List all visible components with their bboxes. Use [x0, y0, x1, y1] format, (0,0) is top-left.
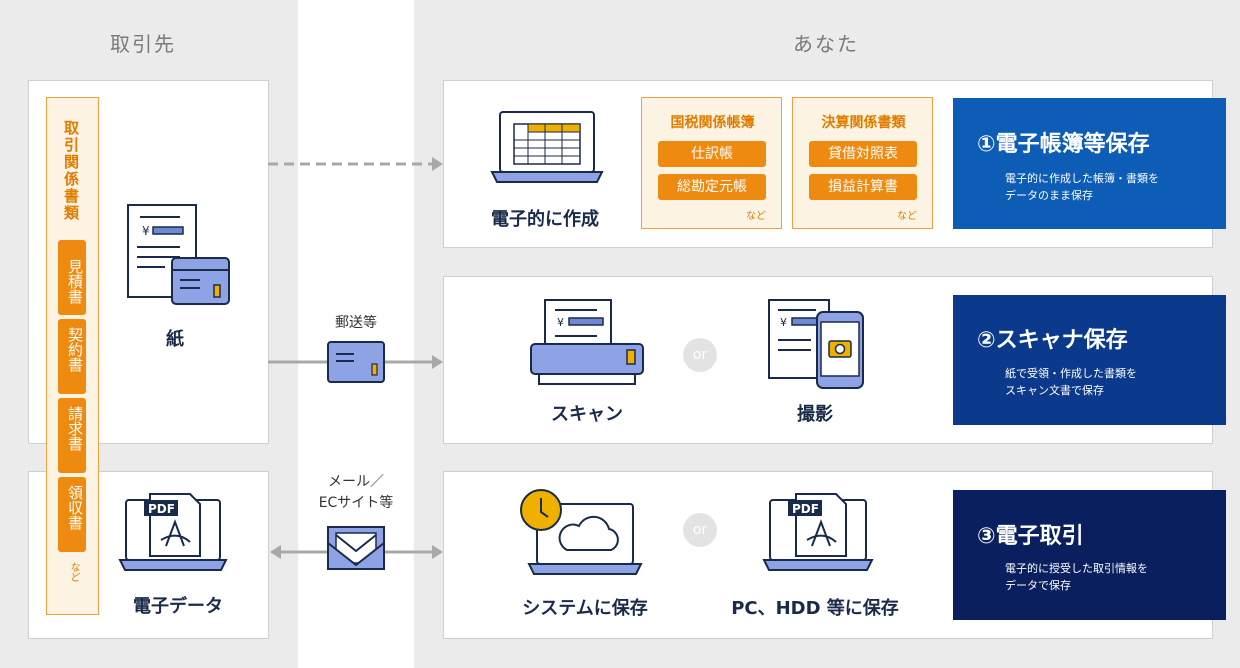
tax-books-title: 国税関係帳簿: [670, 115, 755, 131]
system-label: システムに保存: [522, 598, 648, 619]
laptop-spreadsheet-icon: [490, 111, 604, 183]
photo-document-phone-icon: ¥: [768, 299, 864, 389]
card3-desc2: データで保存: [1005, 579, 1071, 592]
card-scanner: ②スキャナ保存 紙で受領・作成した書類を スキャン文書で保存: [953, 295, 1226, 425]
transaction-documents-list: 取引関係書類 見積書 契約書 請求書 領収書 など: [46, 97, 99, 615]
mail-label: 郵送等: [335, 315, 377, 331]
edata-label: 電子データ: [133, 596, 223, 617]
docs-etc: など: [68, 562, 79, 582]
pdf-tag: PDF: [148, 502, 175, 516]
laptop-pdf-storage-icon: PDF: [762, 493, 874, 571]
or-badge-row2: or: [683, 338, 717, 372]
tax-books-etc: など: [746, 211, 766, 222]
email-label-2: ECサイト等: [318, 495, 394, 511]
card3-desc1: 電子的に授受した取引情報を: [1005, 562, 1148, 575]
journal-tag: 仕訳帳: [658, 141, 766, 167]
pdf-tag-2: PDF: [792, 502, 819, 516]
doc-estimate: 見積書: [58, 240, 86, 315]
email-label-1: メール／: [328, 474, 384, 490]
card-electronic-books: ①電子帳簿等保存 電子的に作成した帳簿・書類を データのまま保存: [953, 98, 1226, 229]
or-badge-row3: or: [683, 513, 717, 547]
email-envelope-icon: [327, 526, 385, 570]
scan-yen-mark: ¥: [557, 316, 564, 329]
financial-docs-title: 決算関係書類: [821, 115, 906, 131]
card3-title: ③電子取引: [977, 524, 1084, 549]
photo-yen-mark: ¥: [780, 316, 787, 329]
tax-books-box: 国税関係帳簿 仕訳帳 総勘定元帳 など: [641, 97, 782, 229]
docs-title: 取引関係書類: [62, 120, 80, 222]
laptop-cloud-clock-icon: [520, 489, 643, 575]
card2-desc1: 紙で受領・作成した書類を: [1005, 367, 1137, 380]
doc-receipt: 領収書: [58, 477, 86, 552]
mail-envelope-icon: [327, 341, 385, 383]
scanner-icon: ¥: [530, 299, 644, 385]
card1-title: ①電子帳簿等保存: [977, 132, 1150, 157]
financial-docs-etc: など: [897, 211, 917, 222]
pc-label: PC、HDD 等に保存: [731, 598, 899, 619]
paper-document-envelope-icon: ¥: [127, 204, 230, 305]
you-header: あなた: [793, 32, 859, 56]
card2-desc2: スキャン文書で保存: [1005, 384, 1104, 397]
create-label: 電子的に作成: [491, 209, 599, 230]
doc-invoice: 請求書: [58, 398, 86, 473]
scan-label: スキャン: [551, 404, 623, 425]
card1-desc1: 電子的に作成した帳簿・書類を: [1005, 172, 1159, 185]
card2-title: ②スキャナ保存: [977, 328, 1128, 353]
card1-desc2: データのまま保存: [1005, 189, 1093, 202]
photo-label: 撮影: [797, 404, 833, 425]
income-statement-tag: 損益計算書: [809, 174, 917, 200]
ledger-tag: 総勘定元帳: [658, 174, 766, 200]
doc-contract: 契約書: [58, 319, 86, 394]
yen-mark: ¥: [142, 224, 150, 238]
laptop-pdf-icon: PDF: [118, 493, 228, 571]
card-electronic-transaction: ③電子取引 電子的に授受した取引情報を データで保存: [953, 490, 1226, 620]
paper-label: 紙: [166, 329, 184, 350]
financial-docs-box: 決算関係書類 貸借対照表 損益計算書 など: [792, 97, 933, 229]
balance-sheet-tag: 貸借対照表: [809, 141, 917, 167]
partner-header: 取引先: [110, 32, 176, 56]
